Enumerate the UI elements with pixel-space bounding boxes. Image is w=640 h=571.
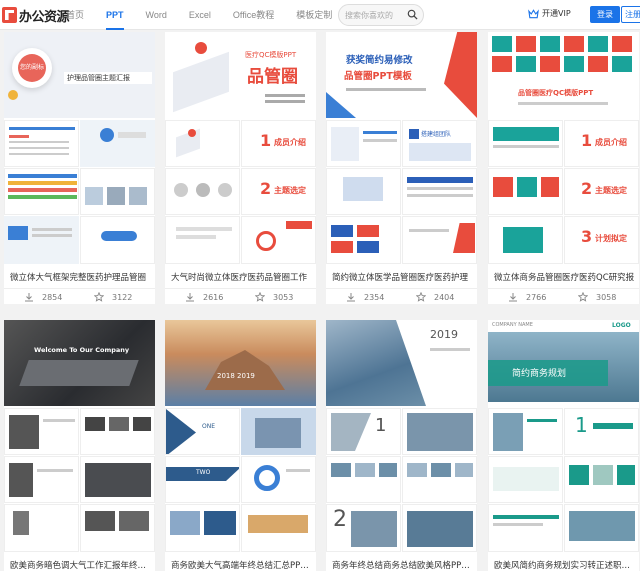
download-count: 2616 xyxy=(185,292,223,302)
nav-office-tutorial[interactable]: Office教程 xyxy=(232,10,275,20)
slide-cover: Welcome To Our Company xyxy=(4,320,155,406)
download-icon xyxy=(186,293,194,302)
template-thumbnail[interactable]: 您的副标 护理品管圈主题汇报 xyxy=(4,32,155,264)
search-icon[interactable] xyxy=(407,9,418,20)
template-thumbnail[interactable]: 医疗QC模版PPT 品管圈 1 成员介绍 2 主题选定 xyxy=(165,32,316,264)
cover-heading: 医疗QC模版PPT xyxy=(245,51,297,59)
template-stats: 2354 2404 xyxy=(326,288,477,304)
template-card[interactable]: COMPANY NAME LOGO 简约商务规划 1 欧 xyxy=(488,320,639,571)
download-icon xyxy=(25,293,33,302)
vip-label: 开通VIP xyxy=(542,9,571,18)
favorite-count: 2404 xyxy=(416,292,454,302)
slide-cover: 品管圈医疗QC模版PPT xyxy=(488,32,639,118)
login-button[interactable]: 登录 xyxy=(590,6,620,23)
cover-badge: 您的副标 xyxy=(18,54,46,82)
vip-link[interactable]: 开通VIP xyxy=(528,8,571,19)
favorite-count: 3053 xyxy=(255,292,293,302)
top-bar: 办公资源 首页 PPT Word Excel Office教程 模板定制 开通V… xyxy=(0,0,640,30)
slide-cover: 2019 xyxy=(326,320,477,406)
download-icon xyxy=(509,293,517,302)
star-icon xyxy=(94,292,104,302)
template-card[interactable]: 品管圈医疗QC模版PPT 1 成员介绍 2 主题选定 3 计划拟定 微立体商务品… xyxy=(488,32,639,304)
template-card[interactable]: 2018 2019 ONE TWO 商务欧美大气高端年终总结汇总PPT模板 xyxy=(165,320,316,571)
favorite-count: 3122 xyxy=(94,292,132,302)
slide-cover: 医疗QC模版PPT 品管圈 xyxy=(165,32,316,118)
slide-cover: COMPANY NAME LOGO 简约商务规划 xyxy=(488,320,639,406)
cover-year: 2018 2019 xyxy=(217,372,255,380)
nav-home[interactable]: 首页 xyxy=(66,10,85,20)
template-stats: 2766 3058 xyxy=(488,288,639,304)
main-nav: 首页 PPT Word Excel Office教程 模板定制 xyxy=(66,0,354,30)
slide-cover: 您的副标 护理品管圈主题汇报 xyxy=(4,32,155,118)
logo-mark-icon xyxy=(2,7,17,23)
cover-heading: 获奖简约易修改 xyxy=(346,55,413,66)
template-stats: 2854 3122 xyxy=(4,288,155,304)
template-thumbnail[interactable]: 获奖简约易修改 品管圈PPT模板 搭建组团队 xyxy=(326,32,477,264)
nav-custom-template[interactable]: 模板定制 xyxy=(296,10,333,20)
download-count: 2854 xyxy=(24,292,62,302)
template-card[interactable]: 获奖简约易修改 品管圈PPT模板 搭建组团队 xyxy=(326,32,477,304)
nav-excel[interactable]: Excel xyxy=(188,10,211,20)
search-input[interactable] xyxy=(345,5,407,25)
slide-cover: 2018 2019 xyxy=(165,320,316,406)
cover-heading: 品管圈医疗QC模版PPT xyxy=(518,89,594,97)
cover-big-title: 品管圈 xyxy=(247,67,298,87)
template-stats: 2616 3053 xyxy=(165,288,316,304)
template-title[interactable]: 简约微立体医学品管圈医疗医药护理 xyxy=(332,273,469,283)
nav-ppt[interactable]: PPT xyxy=(106,0,124,30)
star-icon xyxy=(578,292,588,302)
site-logo[interactable]: 办公资源 xyxy=(2,5,70,25)
template-title[interactable]: 商务年终总结商务总结欧美风格PPT模板 xyxy=(332,561,473,571)
template-thumbnail[interactable]: 2018 2019 ONE TWO xyxy=(165,320,316,552)
template-thumbnail[interactable]: 2019 1 2 xyxy=(326,320,477,552)
template-title[interactable]: 微立体大气框架完整医药护理品管圈 xyxy=(10,273,147,283)
template-title[interactable]: 欧美风简约商务规划实习转正述职报告 xyxy=(494,561,635,571)
star-icon xyxy=(416,292,426,302)
template-title[interactable]: 微立体商务品管圈医疗医药QC研究报 xyxy=(494,273,635,283)
cover-subheading: 品管圈PPT模板 xyxy=(344,71,412,82)
download-count: 2354 xyxy=(346,292,384,302)
slide-cover: 获奖简约易修改 品管圈PPT模板 xyxy=(326,32,477,118)
template-card[interactable]: 您的副标 护理品管圈主题汇报 xyxy=(4,32,155,304)
cover-heading: 简约商务规划 xyxy=(512,369,567,379)
cover-year: 2019 xyxy=(430,328,458,341)
template-thumbnail[interactable]: COMPANY NAME LOGO 简约商务规划 1 xyxy=(488,320,639,552)
nav-word[interactable]: Word xyxy=(145,10,167,20)
template-card[interactable]: 医疗QC模版PPT 品管圈 1 成员介绍 2 主题选定 xyxy=(165,32,316,304)
template-thumbnail[interactable]: Welcome To Our Company xyxy=(4,320,155,552)
template-title[interactable]: 大气时尚微立体医疗医药品管圈工作 xyxy=(171,273,308,283)
template-title[interactable]: 欧美商务暗色调大气工作汇报年终总结 xyxy=(10,561,151,571)
register-button[interactable]: 注册 xyxy=(621,6,640,23)
cover-heading: 护理品管圈主题汇报 xyxy=(64,72,152,84)
cover-company: COMPANY NAME xyxy=(492,322,533,328)
search-box xyxy=(338,4,424,26)
cover-logo: LOGO xyxy=(612,322,631,329)
crown-icon xyxy=(528,8,539,18)
download-count: 2766 xyxy=(508,292,546,302)
logo-text: 办公资源 xyxy=(19,9,70,25)
template-title[interactable]: 商务欧美大气高端年终总结汇总PPT模板 xyxy=(171,561,312,571)
template-card[interactable]: 2019 1 2 商务年终总结商务总结欧美风格PPT模板 xyxy=(326,320,477,571)
star-icon xyxy=(255,292,265,302)
favorite-count: 3058 xyxy=(578,292,616,302)
cover-heading: Welcome To Our Company xyxy=(34,346,130,354)
template-thumbnail[interactable]: 品管圈医疗QC模版PPT 1 成员介绍 2 主题选定 3 计划拟定 xyxy=(488,32,639,264)
template-card[interactable]: Welcome To Our Company 欧美商务暗色调大气工作汇报年终总结 xyxy=(4,320,155,571)
download-icon xyxy=(347,293,355,302)
